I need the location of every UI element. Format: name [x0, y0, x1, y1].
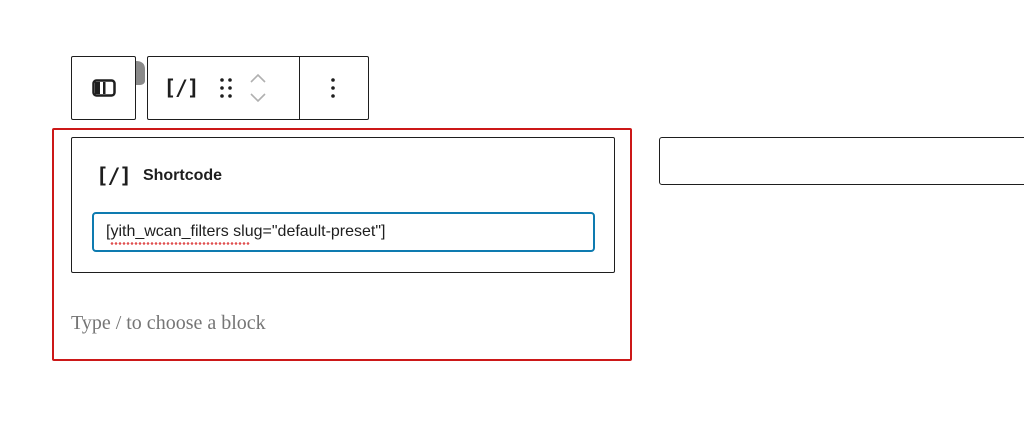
shortcode-icon: [/] [96, 164, 132, 188]
block-toolbar: [/] [147, 56, 369, 120]
shortcode-block-header: [/] Shortcode [96, 164, 222, 188]
block-type-button[interactable]: [/] [148, 57, 214, 119]
shortcode-icon: [/] [163, 76, 200, 100]
more-vertical-icon [331, 78, 335, 98]
chevron-down-icon[interactable] [249, 92, 267, 104]
toolbar-divider [299, 57, 300, 119]
select-parent-button[interactable] [71, 56, 136, 120]
columns-parent-icon [91, 79, 116, 97]
shortcode-input[interactable] [92, 212, 595, 252]
chevron-up-icon[interactable] [249, 72, 267, 84]
block-mover[interactable] [238, 57, 278, 119]
drag-handle[interactable] [214, 57, 238, 119]
shortcode-title: Shortcode [142, 167, 223, 184]
selected-group-outline[interactable] [52, 128, 632, 361]
adjacent-block[interactable] [659, 137, 1024, 185]
shortcode-block[interactable]: [/] Shortcode [71, 137, 615, 273]
spellcheck-underline [110, 242, 250, 245]
drag-handle-icon [220, 78, 232, 98]
more-options-button[interactable] [300, 57, 366, 119]
toolbar-connector-icon [136, 61, 145, 85]
block-appender-placeholder[interactable]: Type / to choose a block [71, 312, 266, 334]
